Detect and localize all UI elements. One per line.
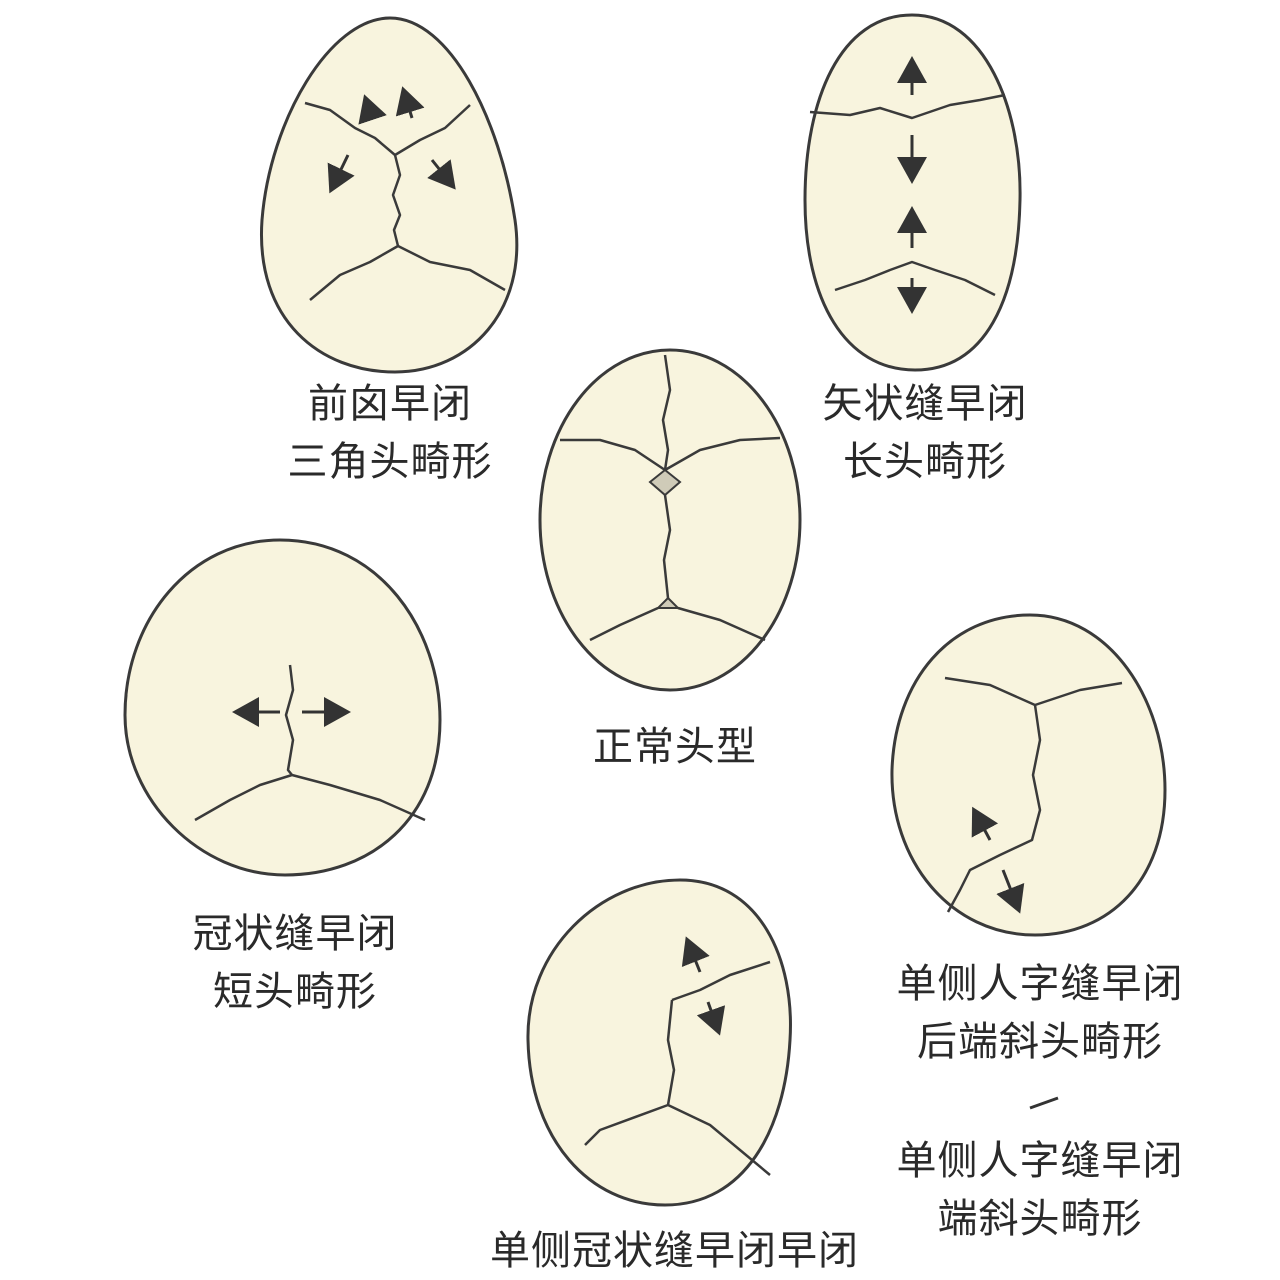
label-metopic: 前囟早闭三角头畸形 — [240, 375, 540, 491]
label-line: 单侧人字缝早闭 — [896, 1138, 1184, 1184]
label-line: 三角头畸形 — [287, 439, 493, 485]
skull-normal — [538, 348, 802, 692]
skull-coronal — [123, 538, 442, 877]
label-coronal: 冠状缝早闭短头畸形 — [145, 905, 445, 1021]
label-line: 正常头型 — [593, 724, 757, 770]
stray-mark — [1029, 1096, 1059, 1110]
label-sagittal: 矢状缝早闭长头畸形 — [775, 375, 1075, 491]
label-line: 后端斜头畸形 — [917, 1019, 1163, 1065]
label-unicoronal: 单侧冠状缝早闭早闭 — [490, 1222, 950, 1280]
label-line: 单侧人字缝早闭 — [896, 961, 1184, 1007]
skull-lambdoid — [890, 613, 1167, 937]
label-normal: 正常头型 — [525, 718, 825, 776]
label-line: 短头畸形 — [213, 969, 377, 1015]
skull-unicoronal — [526, 878, 792, 1207]
label-lambdoid: 单侧人字缝早闭后端斜头畸形 — [860, 955, 1220, 1071]
skull-metopic — [260, 16, 519, 374]
label-line: 矢状缝早闭 — [822, 381, 1028, 427]
label-line: 端斜头畸形 — [937, 1196, 1143, 1242]
label-line: 长头畸形 — [843, 439, 1007, 485]
label-line: 单侧冠状缝早闭早闭 — [490, 1228, 859, 1274]
label-line: 冠状缝早闭 — [192, 911, 398, 957]
skull-sagittal — [803, 13, 1022, 372]
label-line: 前囟早闭 — [308, 381, 472, 427]
label-lambdoid-duplicate: 单侧人字缝早闭端斜头畸形 — [860, 1132, 1220, 1248]
